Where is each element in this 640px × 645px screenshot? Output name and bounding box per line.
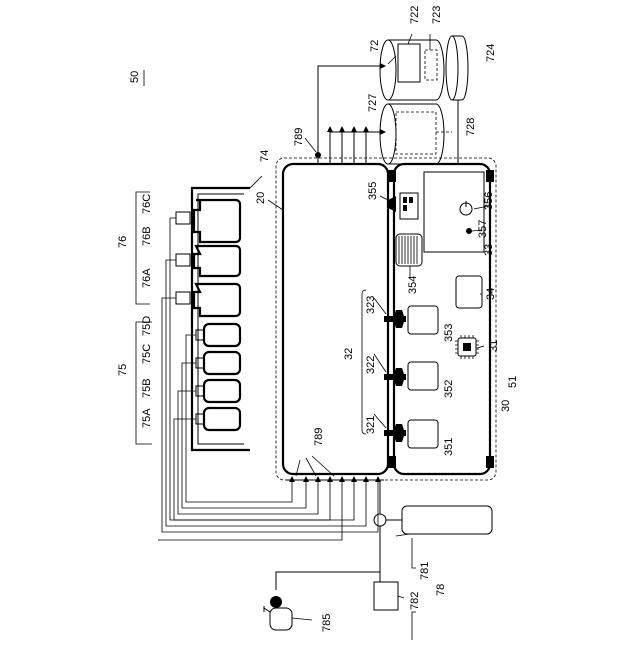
svg-text:355: 355 (367, 182, 379, 200)
svg-text:34: 34 (485, 288, 497, 300)
svg-text:727: 727 (367, 94, 379, 112)
svg-text:789: 789 (313, 428, 325, 446)
clip (388, 170, 396, 182)
regulator (374, 514, 386, 526)
bottles-76 (176, 200, 240, 316)
svg-text:30: 30 (500, 400, 512, 412)
svg-text:76A: 76A (141, 268, 153, 288)
cylinder-785 (264, 596, 292, 630)
svg-text:782: 782 (409, 592, 421, 610)
bottles-75 (196, 324, 240, 430)
bracket-78 (412, 538, 416, 640)
svg-text:78: 78 (435, 584, 447, 596)
svg-text:353: 353 (443, 324, 455, 342)
svg-text:75: 75 (117, 364, 129, 376)
svg-text:785: 785 (321, 614, 333, 632)
svg-text:723: 723 (431, 6, 443, 24)
valve-351 (384, 420, 438, 448)
svg-text:351: 351 (443, 438, 455, 456)
pump-354 (396, 234, 422, 266)
connector-355 (388, 193, 418, 219)
svg-text:323: 323 (365, 296, 377, 314)
svg-text:357: 357 (477, 220, 489, 238)
svg-text:356: 356 (483, 192, 495, 210)
svg-text:728: 728 (465, 118, 477, 136)
bottom-inlets (286, 476, 384, 482)
chip-31 (455, 335, 479, 359)
svg-text:33: 33 (483, 244, 495, 256)
svg-text:321: 321 (365, 416, 377, 434)
device-727 (380, 104, 444, 164)
svg-text:51: 51 (507, 376, 519, 388)
clip (486, 170, 494, 182)
figure-ref: 50 (129, 71, 141, 83)
svg-text:354: 354 (407, 276, 419, 294)
gas-line (276, 480, 402, 590)
indicator-357 (466, 228, 472, 234)
svg-text:72: 72 (369, 40, 381, 52)
svg-text:322: 322 (365, 356, 377, 374)
svg-text:722: 722 (409, 6, 421, 24)
top-outlets (315, 63, 386, 164)
clip (388, 456, 396, 468)
device-72 (380, 40, 444, 100)
clip (486, 456, 494, 468)
svg-text:724: 724 (485, 44, 497, 62)
valve-353 (384, 306, 438, 334)
svg-text:76B: 76B (141, 226, 153, 246)
svg-text:352: 352 (443, 380, 455, 398)
svg-text:75B: 75B (141, 378, 153, 398)
svg-text:76C: 76C (141, 194, 153, 214)
tray-74-inner (198, 194, 244, 444)
svg-text:75D: 75D (141, 316, 153, 336)
slot-34 (456, 276, 482, 308)
valve-352 (384, 362, 438, 390)
svg-text:789: 789 (293, 128, 305, 146)
tank-781 (402, 506, 492, 534)
svg-text:20: 20 (255, 192, 267, 204)
svg-text:74: 74 (259, 150, 271, 162)
unit-782 (374, 582, 398, 610)
svg-text:781: 781 (419, 562, 431, 580)
display-33 (424, 172, 484, 252)
svg-text:32: 32 (343, 348, 355, 360)
svg-text:31: 31 (488, 340, 500, 352)
svg-text:75A: 75A (141, 408, 153, 428)
tray-74 (192, 188, 250, 450)
device-724 (446, 36, 468, 100)
svg-text:76: 76 (117, 236, 129, 248)
svg-text:75C: 75C (141, 344, 153, 364)
